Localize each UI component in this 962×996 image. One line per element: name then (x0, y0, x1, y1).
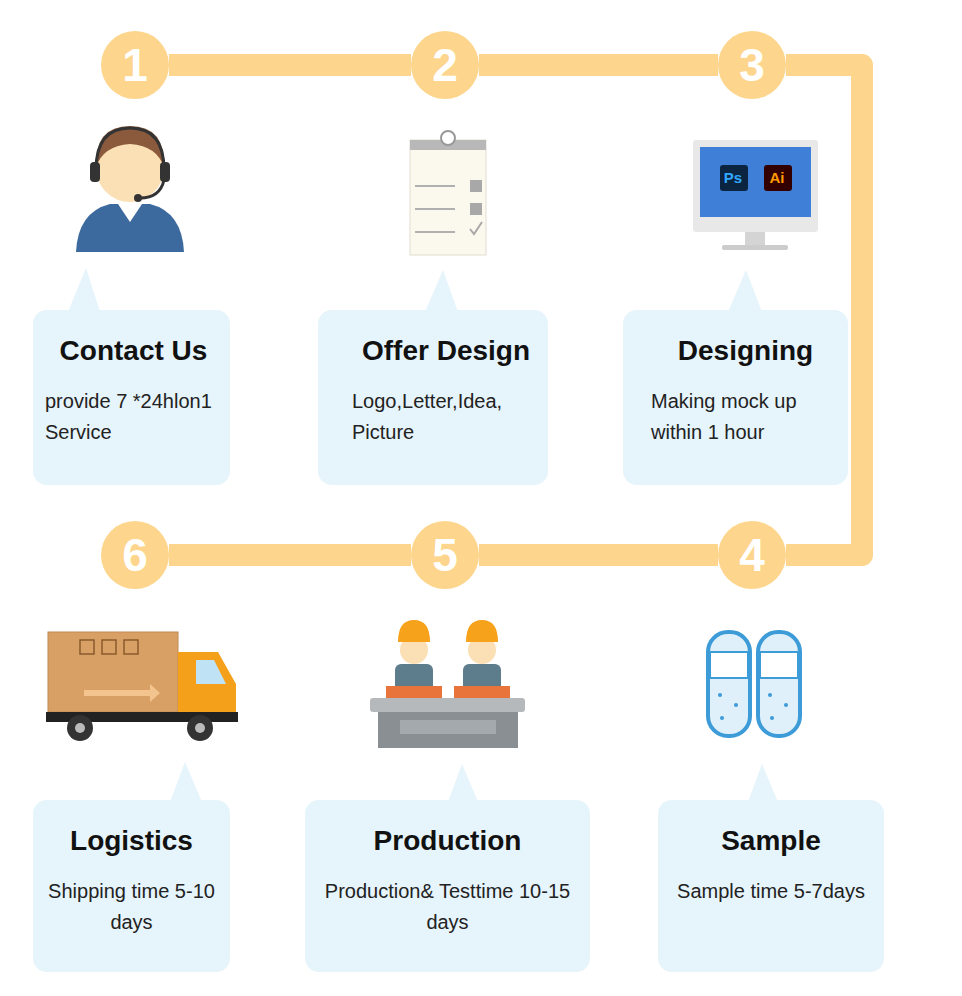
step-number: 4 (739, 532, 765, 578)
monitor-icon (693, 140, 818, 250)
step-box: SampleSample time 5-7days (658, 800, 884, 972)
step-box: Contact Us provide 7 *24hlon1 Service (33, 310, 230, 485)
flow-connector (169, 54, 411, 76)
step-number: 1 (122, 42, 148, 88)
step-number-circle: 3 (718, 31, 786, 99)
flow-connector (479, 544, 718, 566)
truck-icon (46, 632, 238, 741)
flow-connector (479, 54, 718, 76)
step-title: Designing (651, 334, 840, 368)
step-number-circle: 6 (101, 521, 169, 589)
step-description: Sample time 5-7days (668, 876, 874, 907)
step-number: 5 (432, 532, 458, 578)
step-number-circle: 4 (718, 521, 786, 589)
workers-icon (370, 620, 525, 748)
step-number-circle: 2 (411, 31, 479, 99)
step-number: 2 (432, 42, 458, 88)
slippers-icon (708, 632, 800, 736)
step-box: ProductionProduction& Testtime 10-15 day… (305, 800, 590, 972)
software-logo-text: Ai (764, 166, 790, 190)
step-box: LogisticsShipping time 5-10 days (33, 800, 230, 972)
step-title: Production (315, 824, 580, 858)
flow-connector (169, 544, 411, 566)
step-description: Shipping time 5-10 days (43, 876, 220, 938)
step-description: Logo,Letter,Idea, Picture (352, 386, 540, 448)
step-box: Offer DesignLogo,Letter,Idea, Picture (318, 310, 548, 485)
step-number: 3 (739, 42, 765, 88)
step-title: Offer Design (352, 334, 540, 368)
step-number-circle: 1 (101, 31, 169, 99)
step-number: 6 (122, 532, 148, 578)
clipboard-icon (410, 131, 486, 255)
step-description: Production& Testtime 10-15 days (315, 876, 580, 938)
illustrator-logo (764, 165, 792, 191)
software-logo-text: Ps (720, 166, 746, 190)
step-description: provide 7 *24hlon1 Service (45, 386, 222, 448)
step-title: Sample (668, 824, 874, 858)
step-number-circle: 5 (411, 521, 479, 589)
photoshop-logo (720, 165, 748, 191)
support-agent-icon (76, 126, 184, 252)
step-box: DesigningMaking mock up within 1 hour (623, 310, 848, 485)
step-title: Logistics (43, 824, 220, 858)
step-title: Contact Us (45, 334, 222, 368)
step-description: Making mock up within 1 hour (651, 386, 840, 448)
